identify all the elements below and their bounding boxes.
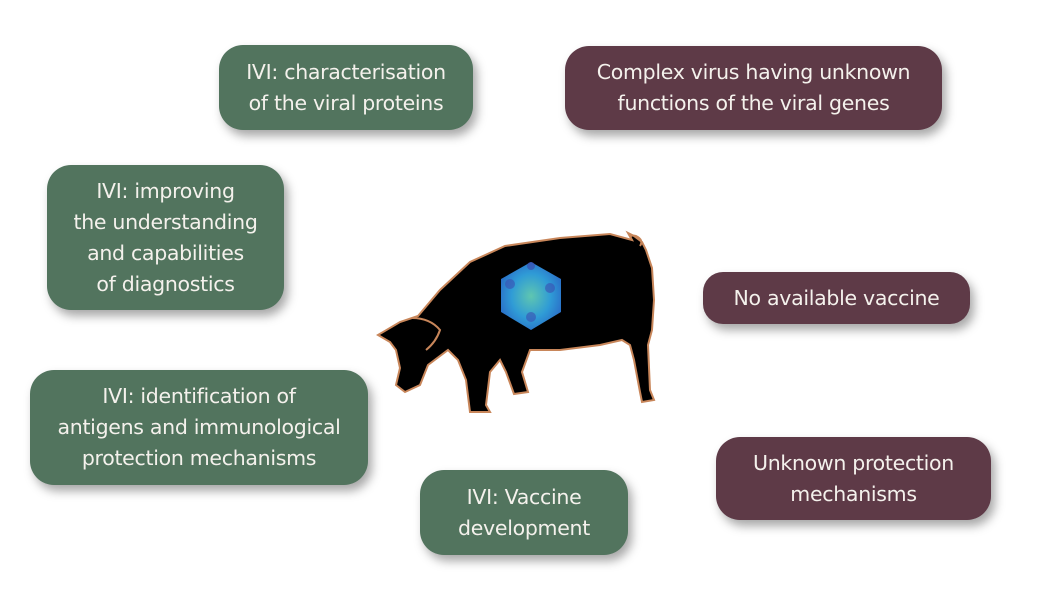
box-text: mechanisms — [790, 481, 917, 506]
pig-silhouette — [376, 230, 656, 413]
box-text: IVI: identification of — [102, 384, 296, 408]
box-text: of the viral proteins — [248, 90, 444, 115]
box-text: functions of the viral genes — [617, 91, 890, 115]
box-text: No available vaccine — [733, 285, 940, 310]
virus-icon — [501, 262, 561, 330]
box-text: development — [458, 515, 590, 540]
box-text: and capabilities — [87, 240, 244, 265]
box-text: Complex virus having unknown — [596, 60, 911, 84]
unknown-protection-box: Unknown protection mechanisms — [716, 437, 991, 520]
ivi-antigens-box: IVI: identification of antigens and immu… — [30, 370, 368, 485]
box-text: of diagnostics — [96, 271, 235, 296]
box-text: IVI: characterisation — [246, 59, 446, 84]
no-vaccine-box: No available vaccine — [703, 272, 970, 324]
box-text: IVI: Vaccine — [466, 484, 582, 509]
ivi-vaccine-development-box: IVI: Vaccine development — [420, 470, 628, 555]
ivi-diagnostics-box: IVI: improving the understanding and cap… — [47, 165, 284, 310]
box-text: antigens and immunological — [57, 415, 341, 439]
box-text: protection mechanisms — [81, 446, 317, 470]
box-text: the understanding — [73, 209, 258, 234]
box-text: IVI: improving — [96, 178, 235, 203]
ivi-viral-proteins-box: IVI: characterisation of the viral prote… — [219, 45, 473, 130]
complex-virus-box: Complex virus having unknown functions o… — [565, 46, 942, 130]
pig-tail — [629, 234, 643, 247]
box-text: Unknown protection — [752, 450, 954, 475]
pig-ear — [411, 317, 442, 351]
